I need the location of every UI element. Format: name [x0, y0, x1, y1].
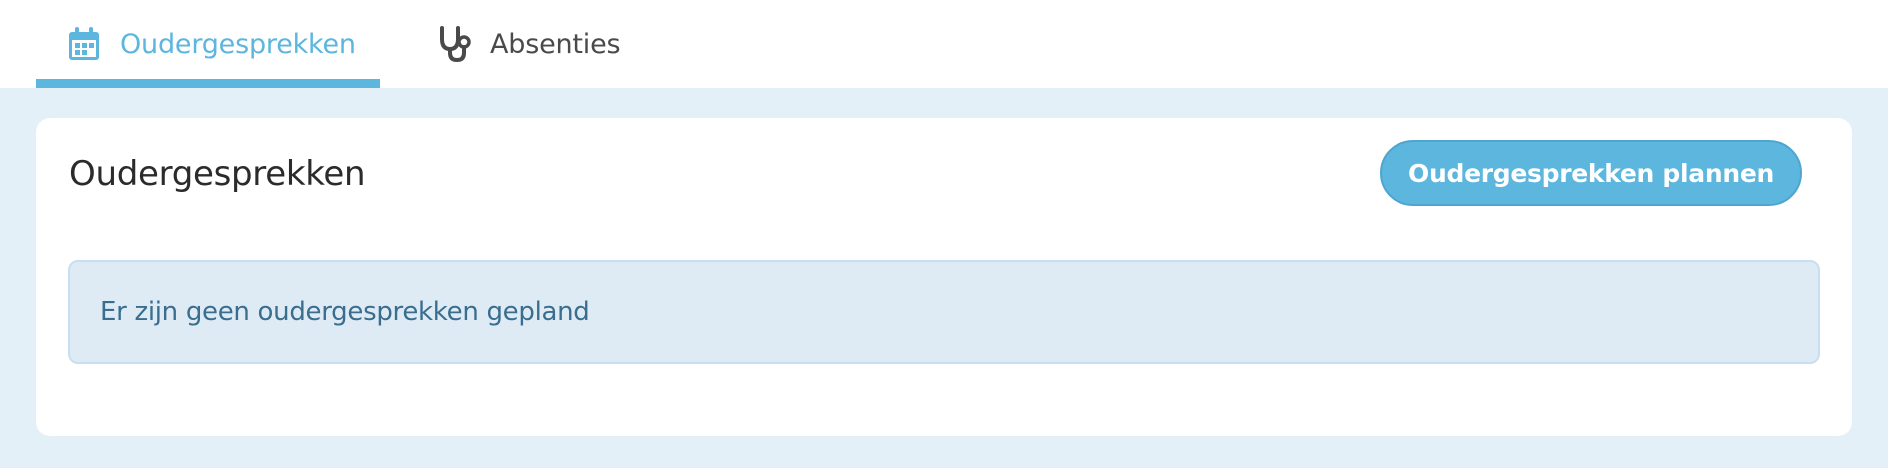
calendar-icon [66, 24, 102, 64]
plan-oudergesprekken-button[interactable]: Oudergesprekken plannen [1380, 140, 1802, 206]
tab-label: Oudergesprekken [120, 28, 356, 60]
tab-label: Absenties [490, 28, 621, 60]
card-title: Oudergesprekken [69, 154, 366, 194]
empty-state-message: Er zijn geen oudergesprekken gepland [100, 297, 590, 327]
tab-bar: Oudergesprekken Absenties [0, 0, 1888, 88]
stethoscope-icon [436, 24, 472, 64]
tab-absenties[interactable]: Absenties [436, 0, 666, 88]
oudergesprekken-card: Oudergesprekken Oudergesprekken plannen … [36, 118, 1852, 436]
empty-state-alert: Er zijn geen oudergesprekken gepland [68, 260, 1820, 364]
tab-oudergesprekken[interactable]: Oudergesprekken [36, 0, 380, 88]
